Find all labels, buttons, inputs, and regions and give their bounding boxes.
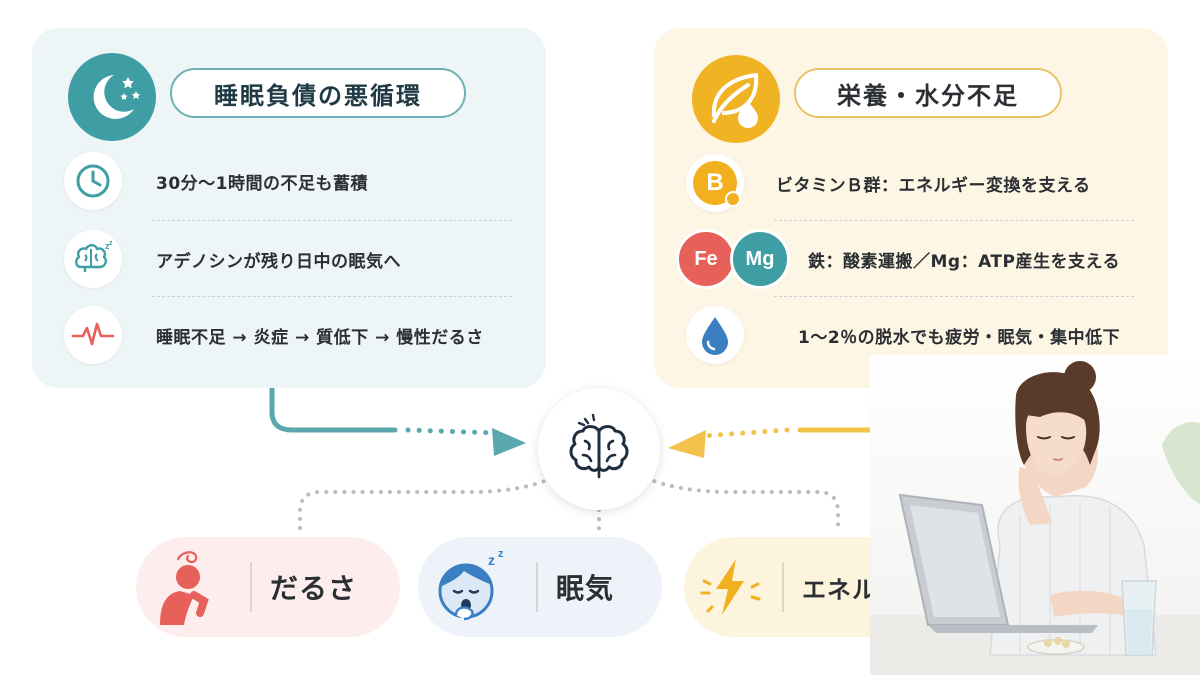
sleep-debt-panel: 睡眠負債の悪循環 30分～1時間の不足も蓄積 z z アデノシンが残り日中の眠気… [32,28,546,388]
sleep-item-2: z z アデノシンが残り日中の眠気へ [64,224,516,294]
nutri-arrow-dots [699,427,790,439]
divider [536,562,538,612]
yawning-face-icon: z z [418,537,518,637]
mg-badge: Mg [730,229,790,289]
svg-text:z: z [105,241,110,251]
divider [774,220,1134,221]
vitamin-b-icon: B [686,154,744,212]
nutrition-item-2: Fe Mg 鉄：酸素運搬／Mg：ATP産生を支える [676,224,1128,294]
sleep-item-1: 30分～1時間の不足も蓄積 [64,146,516,216]
sleep-item-1-text: 30分～1時間の不足も蓄積 [156,173,368,194]
nutrition-item-3-text: 1～2％の脱水でも疲労・眠気・集中低下 [798,327,1121,348]
clock-icon [64,152,122,210]
hub-link-left [298,476,554,534]
sleep-item-3: 睡眠不足 → 炎症 → 質低下 → 慢性だるさ [64,300,516,370]
nutrition-item-1: B ビタミンＢ群：エネルギー変換を支える [686,148,1138,218]
divider [152,296,512,297]
fe-badge: Fe [676,229,736,289]
divider [774,296,1134,297]
sleep-panel-title: 睡眠負債の悪循環 [170,68,466,118]
nutri-arrow-head [668,430,706,458]
divider [152,220,512,221]
heartbeat-icon [64,306,122,364]
svg-text:z: z [109,240,113,247]
sleep-arrow-dots [405,427,501,436]
moon-stars-icon [68,53,156,141]
symptom-sleepiness: z z 眠気 [418,537,662,637]
nutrition-item-2-text: 鉄：酸素運搬／Mg：ATP産生を支える [808,251,1120,272]
water-drop-icon [686,306,744,364]
leaf-drop-icon [692,55,780,143]
fe-mg-icon: Fe Mg [676,229,790,289]
lightning-icon [684,537,776,637]
divider [782,562,784,612]
sleep-item-3-text: 睡眠不足 → 炎症 → 質低下 → 慢性だるさ [156,327,484,348]
tired-woman-illustration [870,355,1200,675]
brain-zzz-icon: z z [64,230,122,288]
nutrition-item-3: 1～2％の脱水でも疲労・眠気・集中低下 [686,300,1138,370]
nutrition-panel-title: 栄養・水分不足 [794,68,1062,118]
brain-hub [538,388,660,510]
svg-text:z: z [498,548,504,560]
symptom-fatigue-label: だるさ [270,572,358,605]
symptom-fatigue: だるさ [136,537,400,637]
nutrition-panel: 栄養・水分不足 B ビタミンＢ群：エネルギー変換を支える Fe Mg 鉄：酸素運… [654,28,1168,388]
brain-icon [569,413,629,479]
svg-text:z: z [488,552,495,568]
divider [250,562,252,612]
symptom-sleepiness-label: 眠気 [556,572,615,605]
dot-icon [725,191,741,207]
hub-link-right [644,476,840,534]
sleep-arrow-head [492,428,526,456]
sleep-item-2-text: アデノシンが残り日中の眠気へ [156,251,401,272]
vitamin-b-badge: B [706,169,724,196]
tired-person-icon [136,537,232,637]
sleep-arrow-line [269,377,398,433]
nutrition-item-1-text: ビタミンＢ群：エネルギー変換を支える [776,175,1091,196]
